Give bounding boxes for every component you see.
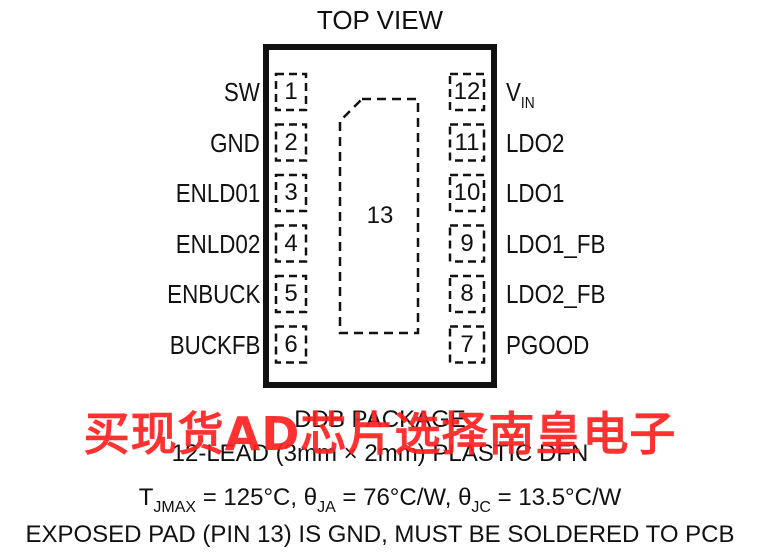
pin-name-6: BUCKFB [169, 332, 260, 358]
theta-jc-subscript: JC [471, 499, 491, 516]
tjmax-symbol: T [138, 484, 154, 511]
pin-name-5: ENBUCK [167, 281, 260, 307]
pin-name-7: PGOOD [506, 332, 589, 358]
pin-pad-8 [448, 274, 486, 314]
pin-pad-11 [448, 123, 486, 162]
pin-number-4-text: 4 [284, 229, 298, 257]
exposed-pad-number: 13 [366, 202, 394, 229]
pin-name-4-text: ENLD02 [175, 228, 260, 259]
pin-pad-3 [274, 173, 308, 213]
pin-number-2-text: 2 [284, 128, 298, 156]
tjmax-value: = 125°C, [196, 484, 304, 511]
pin-name-9: LDO1_FB [506, 231, 605, 257]
pin-number-5: 5 [271, 282, 311, 306]
pin-name-7-text: PGOOD [506, 329, 590, 360]
pin-number-10: 10 [447, 181, 487, 205]
pin-number-7-text: 7 [460, 330, 474, 358]
pin-number-11: 11 [447, 128, 487, 156]
pin-number-9-text: 9 [460, 229, 474, 257]
pin-pad-6 [274, 325, 308, 364]
exposed-pad-note: EXPOSED PAD (PIN 13) IS GND, MUST BE SOL… [25, 521, 735, 548]
pin-name-12-subscript: IN [520, 95, 535, 112]
pin-name-3-text: ENLD01 [175, 178, 260, 208]
pin-number-6-text: 6 [284, 330, 298, 358]
package-name: DDB PACKAGE [294, 406, 466, 433]
pin-name-8: LDO2_FB [506, 281, 605, 307]
pin-number-7: 7 [447, 330, 487, 358]
pin-name-1: SW [224, 79, 260, 105]
left-pad-group [274, 72, 308, 364]
pin-name-2: GND [210, 130, 260, 156]
tjmax-subscript: JMAX [153, 499, 197, 516]
pin-name-12: VIN [506, 77, 535, 112]
pin-name-9-text: LDO1_FB [506, 228, 606, 259]
thermal-specs: TJMAX = 125°C, θJA = 76°C/W, θJC = 13.5°… [0, 484, 760, 516]
pin-pad-12 [448, 72, 486, 112]
watermark-text: 买现货AD芯片选择南皇电子 [83, 407, 677, 461]
pin-pad-1 [274, 72, 308, 112]
pin-number-12: 12 [447, 80, 487, 104]
pin-number-1: 1 [271, 80, 311, 104]
pin-name-3: ENLD01 [175, 180, 260, 206]
theta-ja-subscript: JA [317, 499, 336, 516]
pin-name-11-text: LDO2 [506, 127, 565, 158]
package-outline [263, 44, 497, 388]
pin-number-6: 6 [271, 330, 311, 358]
pin-number-4: 4 [271, 229, 311, 257]
theta-jc-value: = 13.5°C/W [490, 484, 622, 511]
pin-pad-2 [274, 123, 308, 162]
exposed-pad [338, 97, 420, 335]
pin-name-5-text: ENBUCK [166, 279, 260, 309]
pin-name-6-text: BUCKFB [169, 329, 260, 360]
view-title: TOP VIEW [316, 5, 444, 35]
pin-number-2: 2 [271, 128, 311, 156]
pin-name-10: LDO1 [506, 180, 564, 206]
pin-pad-5 [274, 274, 308, 314]
pin-number-8: 8 [447, 282, 487, 306]
pin-number-12-text: 12 [453, 78, 481, 105]
pin-number-11-text: 11 [454, 128, 480, 156]
theta-ja-value: = 76°C/W, [335, 484, 459, 511]
pin-number-3: 3 [271, 181, 311, 205]
pin-number-8-text: 8 [460, 280, 474, 307]
pin-number-9: 9 [447, 229, 487, 257]
pin-number-10-text: 10 [453, 179, 481, 206]
pin-number-3-text: 3 [284, 179, 298, 206]
pin-name-4: ENLD02 [175, 231, 260, 257]
pin-number-5-text: 5 [284, 280, 298, 307]
pin-name-10-text: LDO1 [506, 178, 565, 208]
package-description: 12-LEAD (3mm × 2mm) PLASTIC DFN [171, 440, 589, 467]
pin-name-12-text: V [506, 77, 521, 107]
pin-number-1-text: 1 [284, 78, 298, 105]
pin-name-1-text: SW [223, 77, 260, 107]
theta-ja-symbol: θ [303, 484, 318, 511]
pin-name-11: LDO2 [506, 130, 564, 156]
pin-pad-9 [448, 224, 486, 263]
right-pad-group [448, 72, 486, 364]
pin-name-2-text: GND [210, 127, 260, 158]
pin-name-8-text: LDO2_FB [506, 279, 606, 309]
pin-pad-4 [274, 224, 308, 263]
theta-jc-symbol: θ [458, 484, 472, 511]
pin-pad-10 [448, 173, 486, 213]
pin-pad-7 [448, 325, 486, 364]
